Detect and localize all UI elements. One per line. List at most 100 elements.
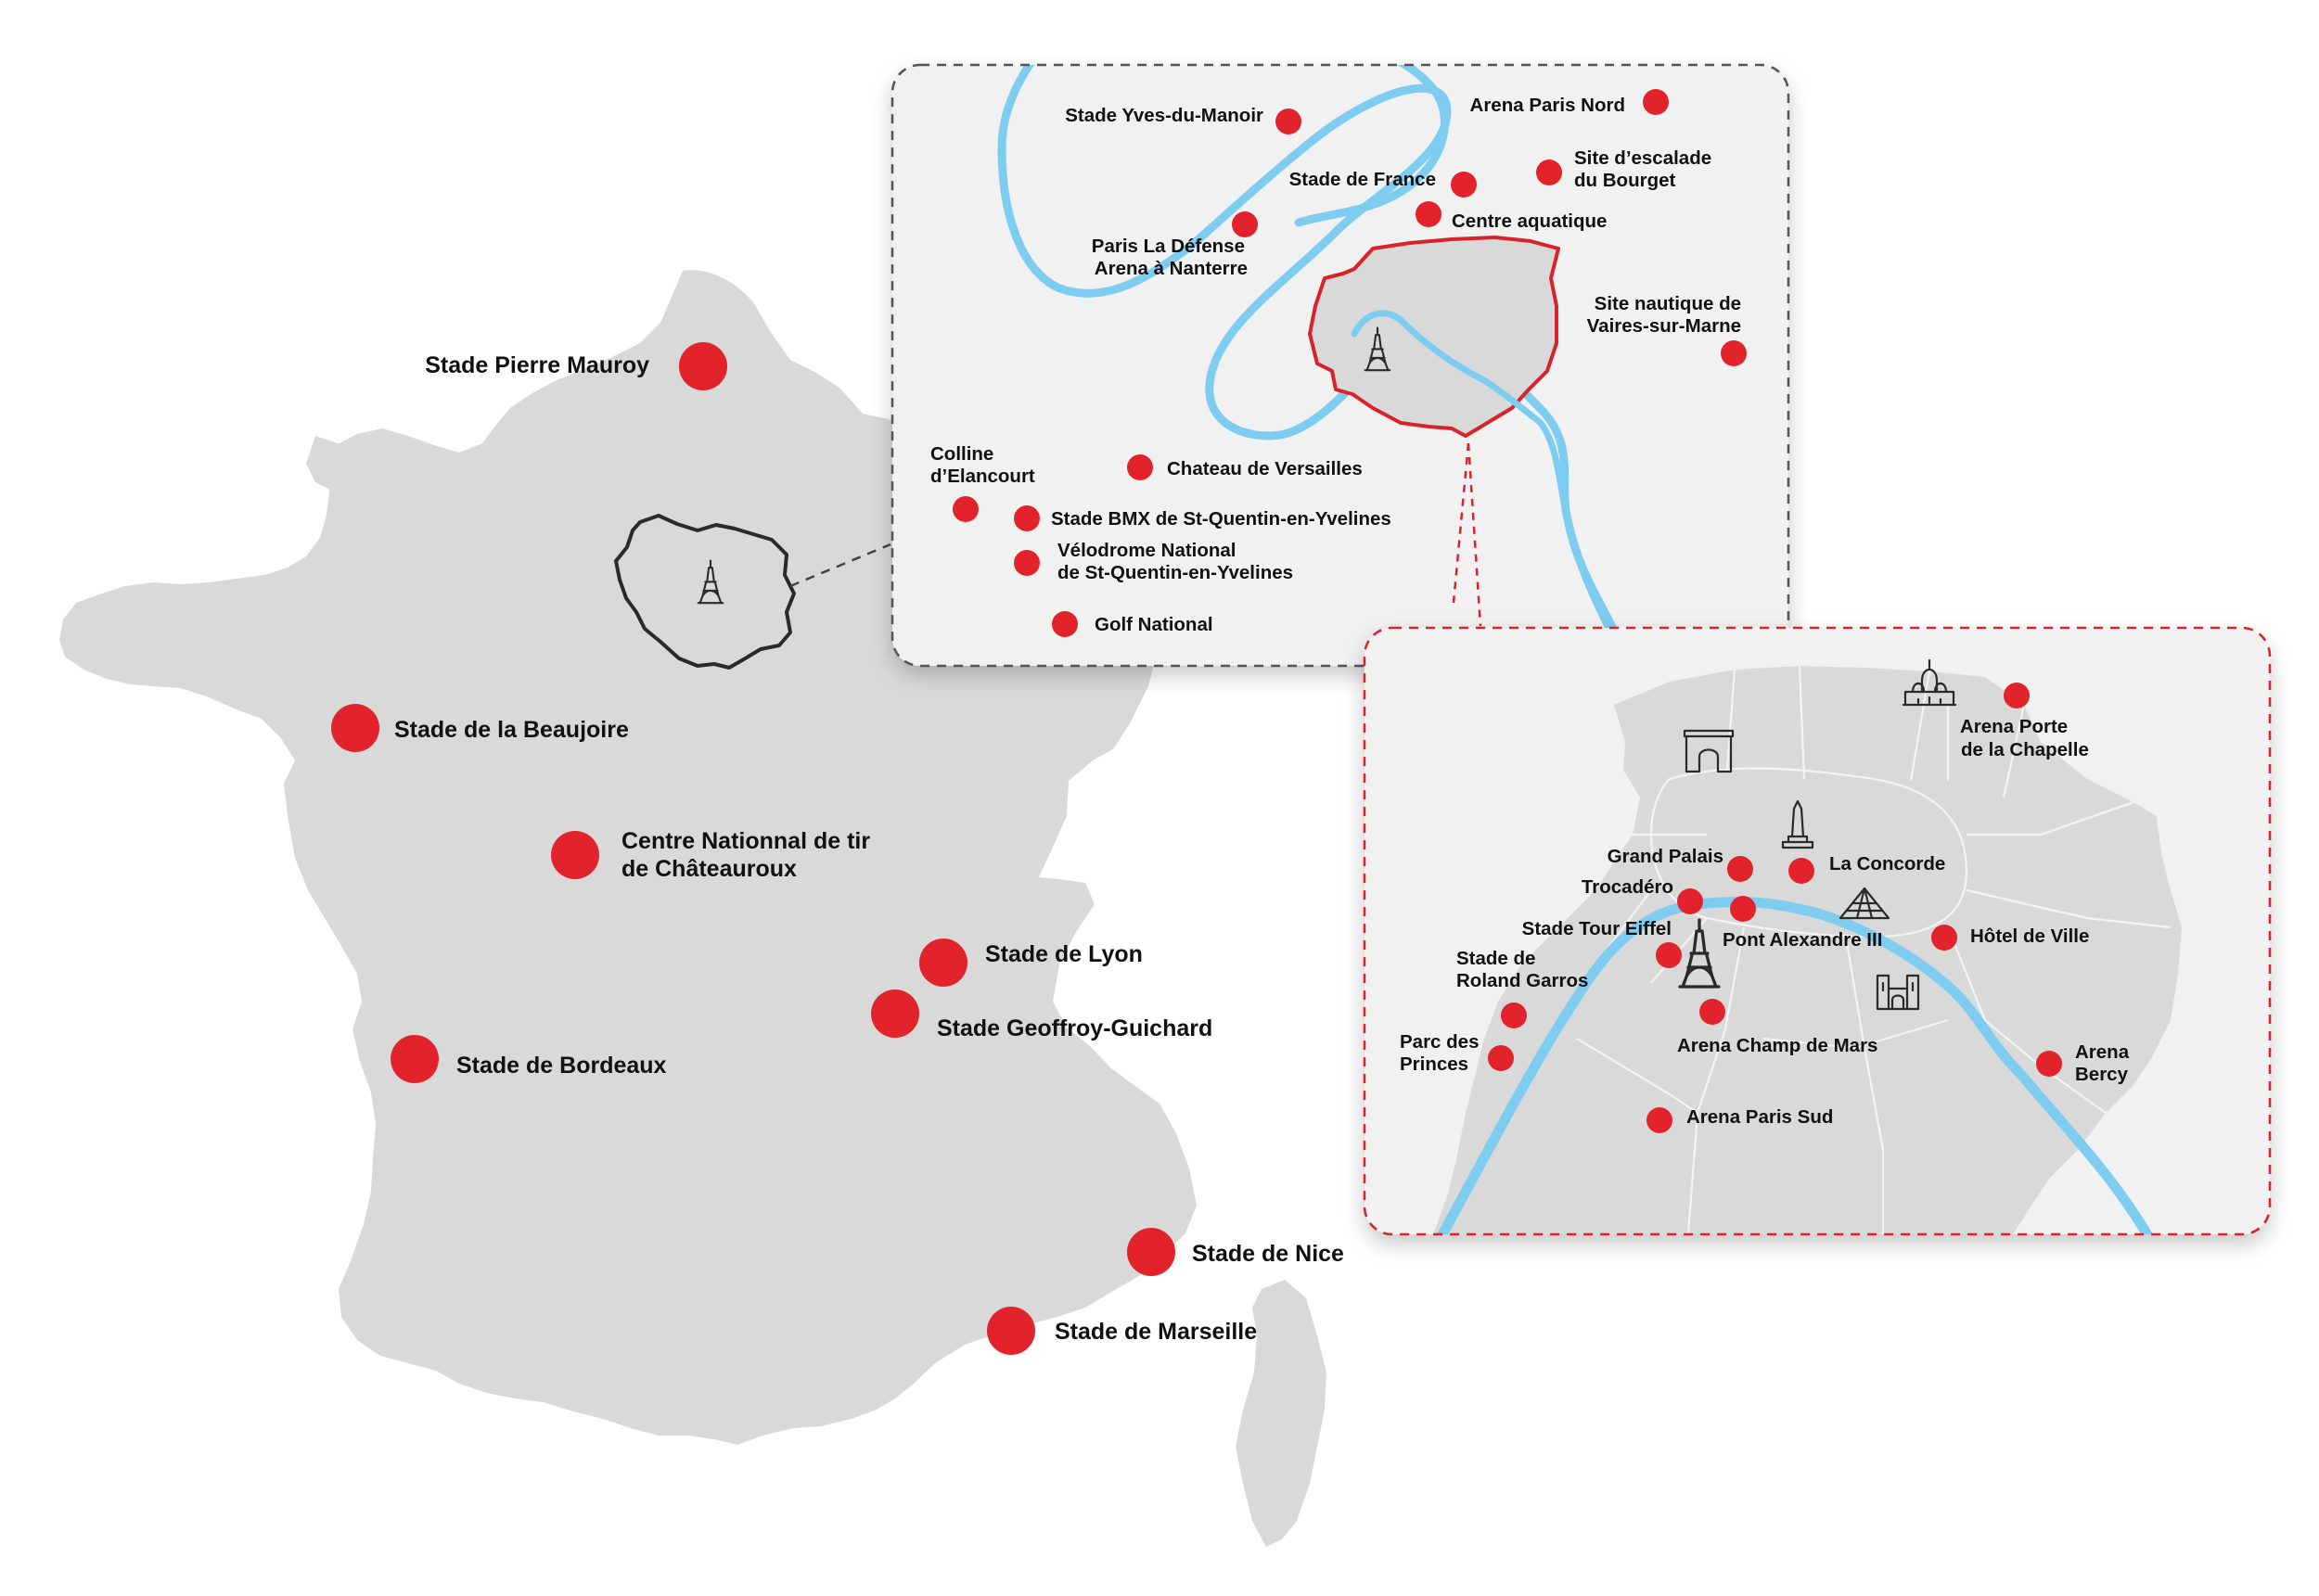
france-venue-marseille: Stade de Marseille xyxy=(987,1307,1257,1355)
venue-dot xyxy=(331,704,379,752)
venue-label: Roland Garros xyxy=(1456,970,1588,991)
seine-river xyxy=(1432,896,2158,1234)
venue-dot xyxy=(1232,211,1258,237)
venue-dot xyxy=(679,342,727,390)
venue-label: Pont Alexandre III xyxy=(1723,929,1882,951)
venue-label: Centre aquatique xyxy=(1452,211,1607,232)
callout-connector xyxy=(789,543,891,588)
venue-dot xyxy=(1646,1107,1672,1133)
venue-dot xyxy=(953,496,979,522)
venue-dot xyxy=(1931,925,1957,951)
paris-venue-champ-de-mars: Arena Champ de Mars xyxy=(1677,999,1877,1056)
venue-label: Stade Pierre Mauroy xyxy=(425,352,649,378)
venue-dot xyxy=(1536,160,1562,185)
idf-venue-chateau-versailles: Chateau de Versailles xyxy=(1127,454,1363,480)
idf-venue-colline-elancourt: Colline d’Elancourt xyxy=(930,443,1035,522)
venue-label: Arena xyxy=(2075,1041,2130,1063)
venue-label: Stade Yves-du-Manoir xyxy=(1065,105,1263,126)
venue-label: Centre Nationnal de tir xyxy=(621,828,870,854)
venue-label: Arena Paris Nord xyxy=(1470,95,1625,116)
venue-dot xyxy=(919,938,967,987)
venue-label: Bercy xyxy=(2075,1064,2129,1085)
paris-venue-pont-alexandre: Pont Alexandre III xyxy=(1723,896,1882,951)
paris-callout-connector xyxy=(1452,442,1482,627)
venue-label: d’Elancourt xyxy=(930,466,1035,487)
venue-label: Arena Porte xyxy=(1960,716,2068,737)
louvre-pyramid-icon xyxy=(1839,887,1890,920)
venue-label: Golf National xyxy=(1095,614,1213,635)
seine-through-paris xyxy=(1351,310,1622,653)
venue-dot xyxy=(1677,888,1703,914)
idf-venue-stade-de-france: Stade de France xyxy=(1289,169,1477,198)
venue-dot xyxy=(1488,1045,1514,1071)
venue-dot xyxy=(1014,505,1040,531)
venue-dot xyxy=(1730,896,1756,922)
paris-venue-bercy: Arena Bercy xyxy=(2036,1041,2130,1085)
venue-label: Site d’escalade xyxy=(1574,147,1711,169)
paris-venue-tour-eiffel: Stade Tour Eiffel xyxy=(1522,918,1682,968)
venue-label: Chateau de Versailles xyxy=(1167,458,1363,479)
venue-label: Vélodrome National xyxy=(1057,540,1236,561)
france-venue-chateauroux: Centre Nationnal de tir de Châteauroux xyxy=(551,828,870,882)
venue-label: Stade de France xyxy=(1289,169,1436,190)
idf-venue-arena-paris-nord: Arena Paris Nord xyxy=(1470,89,1669,116)
idf-venue-escalade-bourget: Site d’escalade du Bourget xyxy=(1536,147,1711,191)
inset-border xyxy=(1363,626,2272,1236)
venue-label: La Concorde xyxy=(1829,853,1945,875)
paris-venue-porte-chapelle: Arena Porte de la Chapelle xyxy=(1960,683,2089,760)
france-venue-nice: Stade de Nice xyxy=(1127,1228,1344,1276)
venue-label: Trocadéro xyxy=(1582,876,1673,898)
idf-venue-golf-national: Golf National xyxy=(1052,611,1213,637)
idf-venue-centre-aquatique: Centre aquatique xyxy=(1416,201,1607,232)
obelisk-icon xyxy=(1781,799,1814,849)
paris-venue-grand-palais: Grand Palais xyxy=(1608,846,1753,882)
venue-dot xyxy=(987,1307,1035,1355)
venue-label: Grand Palais xyxy=(1608,846,1723,867)
paris-inset: Arena Porte de la Chapelle Grand Palais … xyxy=(1363,626,2272,1236)
venue-dot xyxy=(1727,856,1753,882)
idf-venue-la-defense-arena: Paris La Défense Arena à Nanterre xyxy=(1092,211,1258,279)
venue-label: de la Chapelle xyxy=(1961,739,2089,760)
venue-dot xyxy=(1451,172,1477,198)
venue-dot xyxy=(1501,1002,1527,1028)
venue-label: Stade de Nice xyxy=(1192,1241,1344,1267)
venue-label: Arena Champ de Mars xyxy=(1677,1035,1877,1056)
venue-label: Colline xyxy=(930,443,993,465)
venue-label: Stade Tour Eiffel xyxy=(1522,918,1672,939)
venue-label: Princes xyxy=(1400,1053,1468,1075)
venue-dot xyxy=(391,1035,439,1083)
france-venue-lyon: Stade de Lyon xyxy=(919,938,1143,987)
paris-arrondissements-area xyxy=(1433,666,2182,1234)
france-venue-pierre-mauroy: Stade Pierre Mauroy xyxy=(425,342,727,390)
venue-dot xyxy=(1416,201,1441,227)
arc-de-triomphe-icon xyxy=(1683,729,1735,773)
idf-venue-bmx-st-quentin: Stade BMX de St-Quentin-en-Yvelines xyxy=(1014,505,1391,531)
venue-label: Stade BMX de St-Quentin-en-Yvelines xyxy=(1051,508,1391,530)
ile-de-france-inset: Stade Yves-du-Manoir Arena Paris Nord Si… xyxy=(890,63,1790,668)
paris-venue-arena-paris-sud: Arena Paris Sud xyxy=(1646,1106,1833,1133)
venue-label: Stade de Bordeaux xyxy=(456,1053,667,1079)
venue-label: Arena Paris Sud xyxy=(1686,1106,1833,1128)
venue-label: Stade Geoffroy-Guichard xyxy=(937,1015,1212,1041)
venue-dot xyxy=(871,990,919,1038)
venue-label: de Châteauroux xyxy=(621,856,797,882)
venue-label: Paris La Défense xyxy=(1092,236,1245,257)
ile-de-france-outline xyxy=(614,514,796,670)
paris-venue-parc-des-princes: Parc des Princes xyxy=(1400,1031,1514,1075)
inset-border xyxy=(890,63,1790,668)
venue-label: Stade de Lyon xyxy=(985,941,1143,967)
venue-dot xyxy=(1788,858,1814,884)
venue-label: du Bourget xyxy=(1574,170,1675,191)
venue-dot xyxy=(1656,942,1682,968)
notre-dame-icon xyxy=(1876,974,1920,1011)
venue-dot xyxy=(551,831,599,879)
venue-label: Site nautique de xyxy=(1595,293,1741,314)
venue-dot xyxy=(1721,340,1747,366)
paris-venue-la-concorde: La Concorde xyxy=(1788,853,1945,884)
seine-loop-north xyxy=(1294,65,1449,227)
venue-dot xyxy=(2004,683,2030,709)
paris-venue-hotel-de-ville: Hôtel de Ville xyxy=(1931,925,2089,951)
france-venue-geoffroy-guichard: Stade Geoffroy-Guichard xyxy=(871,990,1212,1041)
venue-dot xyxy=(1275,109,1301,134)
